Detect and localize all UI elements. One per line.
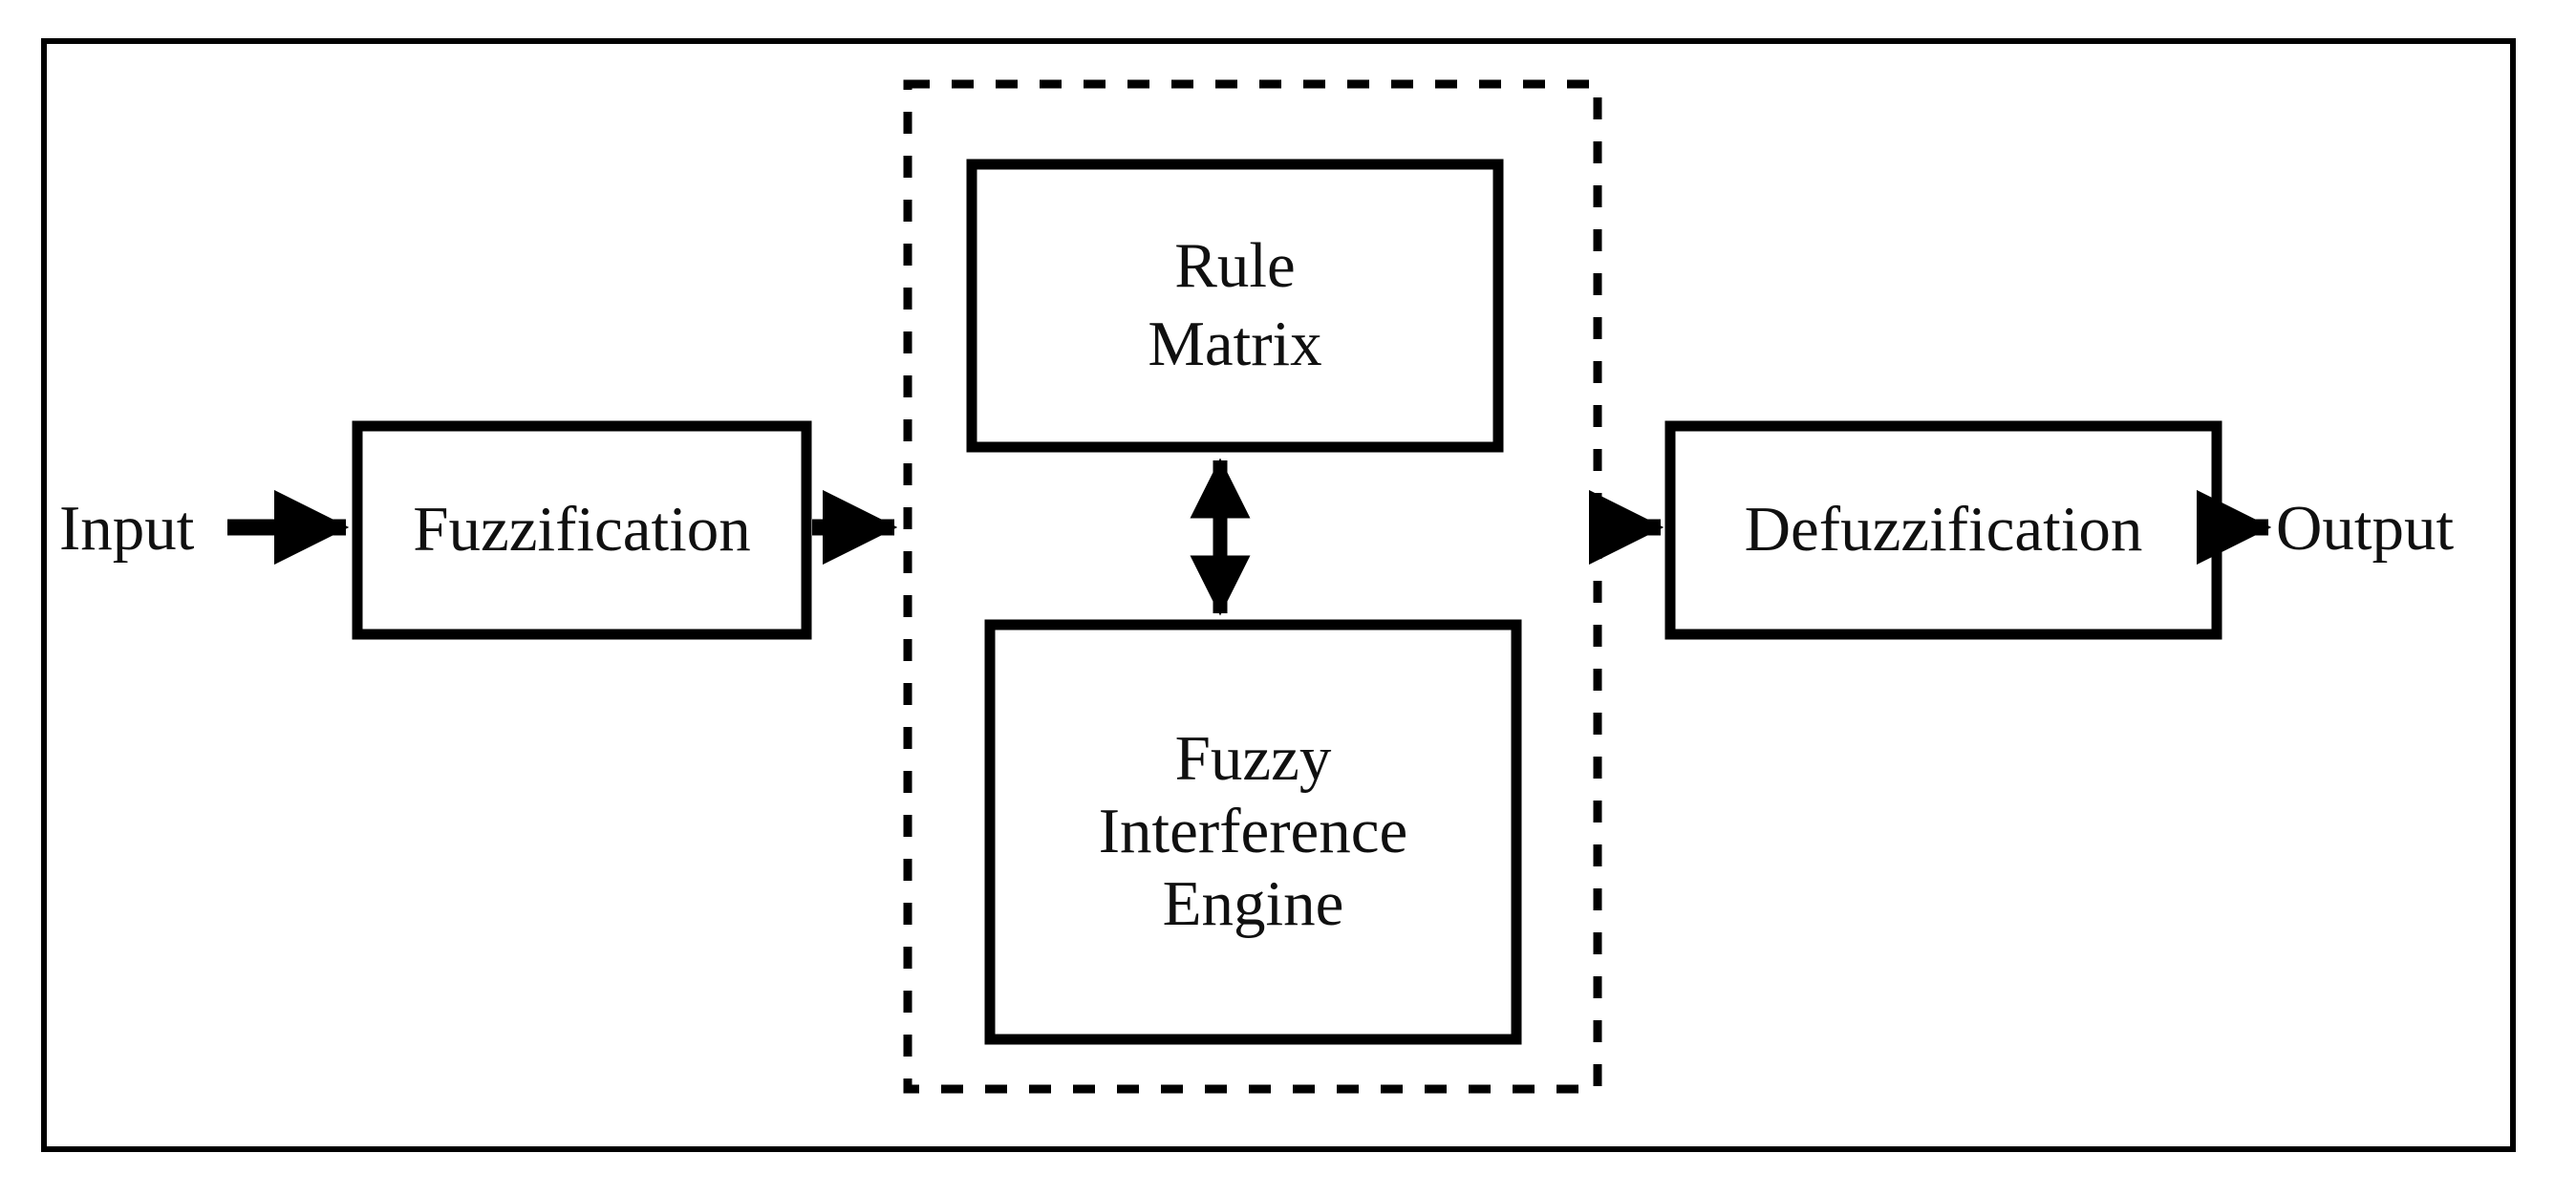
fuzzy-inference-group-boundary — [903, 79, 1602, 1094]
rule-matrix-label-line2: Matrix — [1148, 309, 1322, 379]
input-label: Input — [59, 493, 195, 565]
fuzzy-interference-engine-label: Fuzzy Interference Engine — [990, 625, 1516, 1039]
fie-label-line2: Interference — [1098, 796, 1408, 867]
fie-label-line1: Fuzzy — [1174, 723, 1332, 795]
fuzzification-box[interactable] — [352, 420, 812, 640]
fuzzy-interference-engine-box[interactable] — [984, 619, 1522, 1045]
fuzzification-label: Fuzzification — [413, 494, 751, 566]
output-label: Output — [2276, 493, 2455, 565]
outer-frame — [41, 38, 2516, 1152]
fie-label-line3: Engine — [1162, 867, 1344, 939]
defuzzification-label: Defuzzification — [1744, 494, 2143, 566]
rule-matrix-box[interactable] — [966, 159, 1504, 453]
rule-matrix-label: Rule Matrix — [972, 164, 1498, 447]
rule-matrix-label-line1: Rule — [1174, 230, 1296, 302]
